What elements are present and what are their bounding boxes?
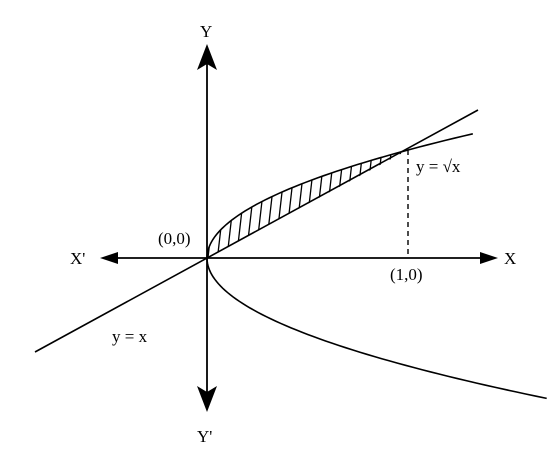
x-axis-negative-arrowhead	[100, 252, 118, 264]
x-axis-label: X	[504, 249, 516, 268]
parabola-label: y = √x	[416, 157, 461, 176]
parabola-curve	[206, 133, 547, 400]
hatch-line	[292, 150, 308, 258]
hatch-line	[349, 150, 365, 258]
unit-point-label: (1,0)	[390, 265, 423, 284]
y-axis-positive-arrowhead	[197, 44, 217, 70]
hatch-line	[235, 150, 251, 258]
hatch-line	[330, 150, 346, 258]
hatch-line	[339, 150, 356, 258]
x-prime-axis-label: X'	[70, 249, 85, 268]
hatch-line	[244, 150, 261, 258]
hatch-line	[263, 150, 280, 258]
y-axis-negative-arrowhead	[197, 386, 217, 412]
hatch-line	[320, 150, 337, 258]
origin-label: (0,0)	[158, 229, 191, 248]
line-label: y = x	[112, 327, 148, 346]
line-y-equals-x	[34, 109, 479, 353]
x-axis-positive-arrowhead	[480, 252, 498, 264]
hatch-line	[282, 150, 299, 258]
hatch-line	[301, 150, 318, 258]
hatch-line	[396, 150, 408, 258]
y-axis-label: Y	[200, 22, 212, 41]
hatch-line	[358, 150, 375, 258]
y-prime-axis-label: Y'	[197, 427, 212, 446]
hatch-line	[311, 150, 327, 258]
hatch-line	[273, 150, 289, 258]
